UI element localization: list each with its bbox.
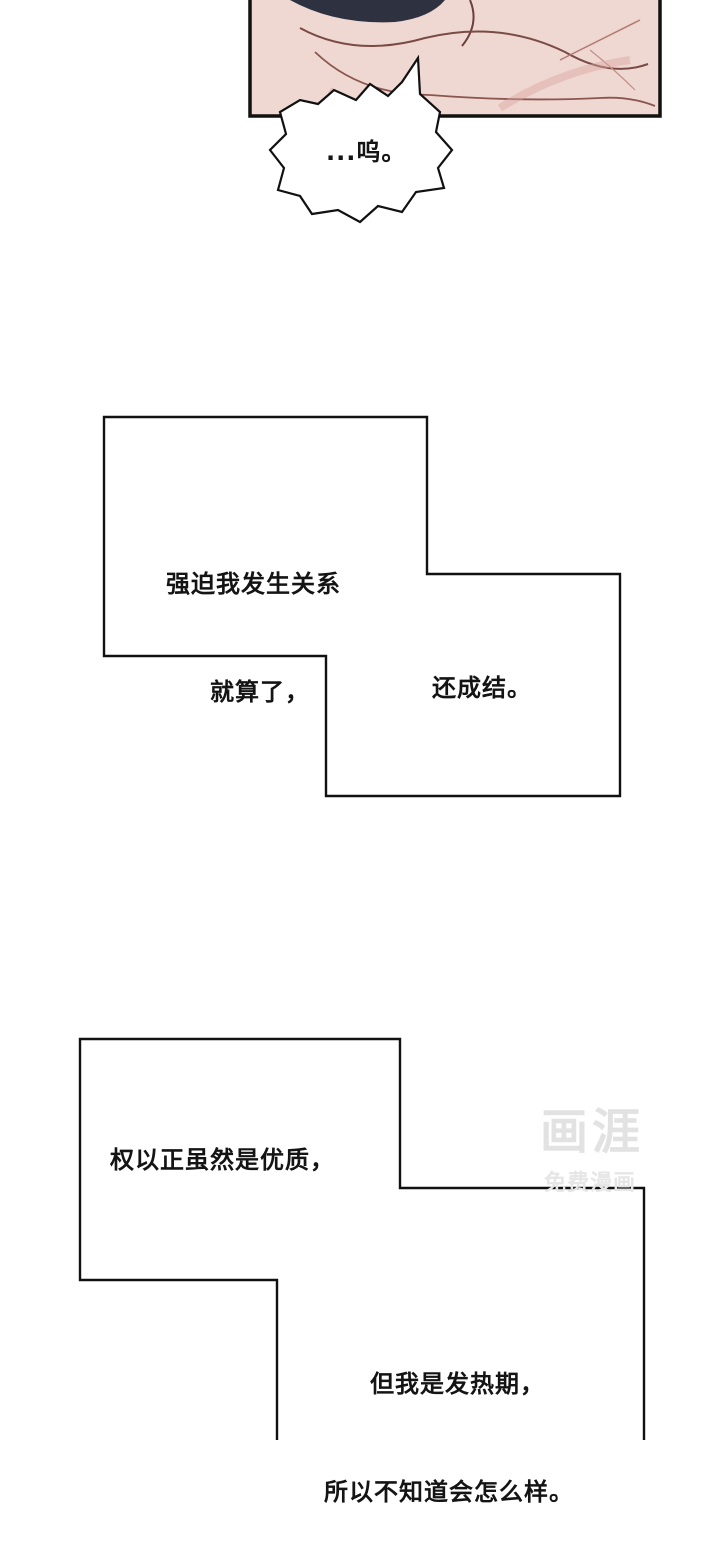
narration-1-line-2: 就算了， xyxy=(210,678,310,706)
narration-1-line-1: 强迫我发生关系 xyxy=(166,570,341,598)
narration-1-text-top: 强迫我发生关系 就算了， xyxy=(166,494,341,746)
narration-2-text-bottom: 但我是发热期， 所以不知道会怎么样。 xyxy=(324,1294,574,1546)
watermark-tagline: 免费漫画 xyxy=(544,1171,637,1196)
comic-art xyxy=(78,0,662,1440)
narration-2-line-2: 但我是发热期， xyxy=(370,1370,545,1398)
narration-2-line-3: 所以不知道会怎么样。 xyxy=(324,1478,574,1506)
watermark-logo: 画涯 xyxy=(540,1104,645,1160)
narration-2-line-1: 权以正虽然是优质， xyxy=(110,1146,335,1174)
speech-bubble-text: ...呜。 xyxy=(326,138,407,166)
narration-1-line-3: 还成结。 xyxy=(432,674,532,702)
top-panel-illustration xyxy=(248,0,662,118)
